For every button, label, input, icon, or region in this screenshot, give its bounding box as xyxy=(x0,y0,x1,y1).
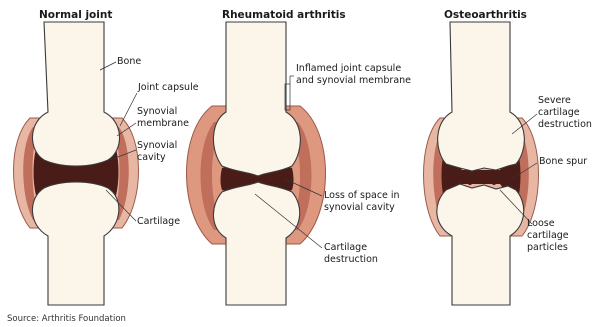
label-cartilage-destruction-line1: Cartilage xyxy=(324,242,378,254)
label-inflamed-line2: and synovial membrane xyxy=(296,75,411,87)
bone-spur xyxy=(485,176,491,182)
label-inflamed-capsule: Inflamed joint capsule and synovial memb… xyxy=(296,63,411,87)
bone-spur xyxy=(492,181,496,185)
label-synovial-membrane: Synovial membrane xyxy=(137,106,189,130)
label-loose-line3: particles xyxy=(527,242,569,254)
rheumatoid-upper-bone xyxy=(213,22,300,176)
label-loose-cartilage-particles: Loose cartilage particles xyxy=(527,218,569,254)
label-synovial-membrane-line2: membrane xyxy=(137,118,189,130)
label-bone-spur: Bone spur xyxy=(539,156,587,168)
normal-upper-bone xyxy=(32,22,119,166)
osteo-joint-illustration xyxy=(424,22,539,305)
bone-spur xyxy=(473,174,478,179)
label-cartilage-destruction: Cartilage destruction xyxy=(324,242,378,266)
osteo-lower-bone xyxy=(437,184,524,305)
label-synovial-cavity-line1: Synovial xyxy=(137,140,177,152)
label-loose-line1: Loose xyxy=(527,218,569,230)
normal-joint-title: Normal joint xyxy=(39,9,112,21)
label-severe-line1: Severe xyxy=(538,95,592,107)
label-loss-of-space-line1: Loss of space in xyxy=(324,190,400,202)
label-cartilage: Cartilage xyxy=(137,216,180,228)
label-bone: Bone xyxy=(117,56,141,68)
label-joint-capsule: Joint capsule xyxy=(138,82,199,94)
rheumatoid-arthritis-title: Rheumatoid arthritis xyxy=(222,9,346,21)
label-cartilage-destruction-line2: destruction xyxy=(324,254,378,266)
label-loose-line2: cartilage xyxy=(527,230,569,242)
bone-spur xyxy=(468,181,472,185)
osteo-upper-bone xyxy=(438,22,525,171)
normal-lower-bone xyxy=(32,182,118,305)
osteoarthritis-title: Osteoarthritis xyxy=(444,9,527,21)
source-caption: Source: Arthritis Foundation xyxy=(7,314,126,324)
label-severe-cartilage-destruction: Severe cartilage destruction xyxy=(538,95,592,131)
label-severe-line2: cartilage xyxy=(538,107,592,119)
bone-spur xyxy=(461,175,467,181)
label-severe-line3: destruction xyxy=(538,119,592,131)
label-loss-of-space: Loss of space in synovial cavity xyxy=(324,190,400,214)
label-synovial-cavity: Synovial cavity xyxy=(137,140,177,164)
label-synovial-cavity-line2: cavity xyxy=(137,152,177,164)
label-synovial-membrane-line1: Synovial xyxy=(137,106,189,118)
bone-spur xyxy=(498,175,503,180)
label-inflamed-line1: Inflamed joint capsule xyxy=(296,63,411,75)
label-loss-of-space-line2: synovial cavity xyxy=(324,202,400,214)
